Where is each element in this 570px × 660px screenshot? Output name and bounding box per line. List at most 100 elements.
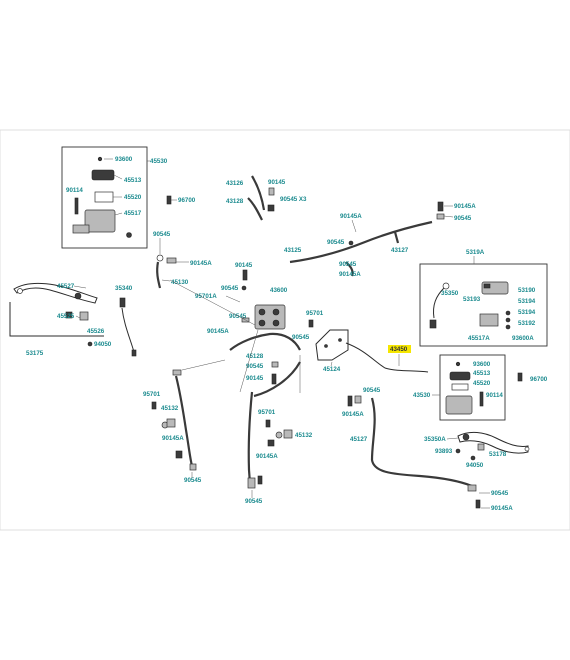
label: 45517A (468, 335, 490, 342)
mounting-bracket (315, 329, 349, 361)
brake-hose (251, 175, 266, 211)
label: 45128 (246, 353, 264, 360)
label: 45527 (57, 283, 75, 290)
label: 5319A (466, 249, 485, 256)
label: 90145A (340, 213, 362, 220)
brake-hose (247, 197, 263, 221)
parking-brake-cable (345, 342, 429, 373)
label: 90145A (162, 435, 184, 442)
label: 45513 (124, 177, 142, 184)
label: 53194 (518, 309, 536, 316)
label: 90545 X3 (280, 196, 307, 203)
label: 45530 (150, 158, 168, 165)
label: 45520 (473, 380, 491, 387)
label: 90545 (327, 239, 345, 246)
right-master-cylinder-box (439, 354, 506, 421)
label: 45127 (350, 436, 368, 443)
label: 53193 (463, 296, 481, 303)
handlebar-switch (429, 281, 511, 330)
label: 45525 (57, 313, 75, 320)
label: 90145A (256, 453, 278, 460)
label: 90114 (66, 187, 83, 194)
label: 95701 (306, 310, 324, 317)
label: 96700 (178, 197, 196, 204)
label: 90145A (190, 260, 212, 267)
bolt (74, 197, 79, 215)
label: 93600 (473, 361, 491, 368)
reservoir-cap (91, 169, 115, 181)
label: 43125 (284, 247, 302, 254)
label: 93600 (115, 156, 133, 163)
brake-lever-right (457, 431, 530, 454)
diaphragm (94, 191, 114, 203)
lever-blade (13, 282, 98, 304)
label: 90114 (486, 392, 503, 399)
brake-lever-left (9, 282, 104, 337)
label: 90545 (245, 498, 263, 505)
label: 35350 (441, 290, 459, 297)
label: 53190 (518, 287, 536, 294)
label: 90145A (454, 203, 476, 210)
brake-valve-block (254, 304, 286, 330)
label: 45526 (87, 328, 105, 335)
brake-hose (253, 361, 301, 398)
label: 94050 (466, 462, 484, 469)
screw (166, 195, 172, 205)
label: 43127 (391, 247, 409, 254)
label: 90545 (363, 387, 381, 394)
switch-cable (121, 307, 135, 353)
label: 53192 (518, 320, 536, 327)
label: 96700 (530, 376, 548, 383)
label: 90145A (339, 271, 361, 278)
label: 90145 (246, 375, 264, 382)
label: 43126 (226, 180, 244, 187)
label: 90145A (207, 328, 229, 335)
label: 45132 (295, 432, 313, 439)
label: 45513 (473, 370, 491, 377)
label: 93893 (435, 448, 453, 455)
label: 90145A (491, 505, 513, 512)
label: 90545 (454, 215, 472, 222)
brake-hose-upper (289, 220, 433, 264)
label: 53178 (489, 451, 507, 458)
master-cylinder-right (445, 361, 484, 415)
label: 90545 (229, 313, 247, 320)
label: 93600A (512, 335, 534, 342)
label: 43600 (270, 287, 288, 294)
brake-hose-front-left (174, 375, 194, 467)
brake-hose-front-right (247, 391, 254, 485)
brake-hose (229, 332, 301, 351)
brake-hose-rear (370, 397, 473, 488)
label: 90545 (339, 261, 357, 268)
label: 45130 (171, 279, 189, 286)
brake-hose (156, 261, 162, 289)
brake-hose (345, 261, 354, 277)
label: 90145 (268, 179, 286, 186)
label: 94050 (94, 341, 112, 348)
master-cylinder-group-box (61, 146, 148, 249)
label: 90545 (153, 231, 171, 238)
label: 90545 (221, 285, 239, 292)
label: 43128 (226, 198, 244, 205)
label: 45520 (124, 194, 142, 201)
label: 35340 (115, 285, 133, 292)
master-cylinder-body (84, 209, 116, 233)
label: 90545 (184, 477, 202, 484)
label: 90545 (292, 334, 310, 341)
label: 90145A (342, 411, 364, 418)
master-cylinder-left (72, 156, 132, 238)
highlight-43450 (388, 345, 411, 353)
label: 53194 (518, 298, 536, 305)
label: 90145 (235, 262, 253, 269)
label: 45517 (124, 210, 142, 217)
label: 90545 (246, 363, 264, 370)
label: 95701 (143, 391, 161, 398)
brake-hose (393, 231, 400, 244)
label: 43450 (390, 346, 408, 353)
label: 43530 (413, 392, 431, 399)
label: 95701A (195, 293, 217, 300)
label: 95701 (258, 409, 276, 416)
diagram-frame (0, 129, 570, 531)
label: 45132 (161, 405, 179, 412)
